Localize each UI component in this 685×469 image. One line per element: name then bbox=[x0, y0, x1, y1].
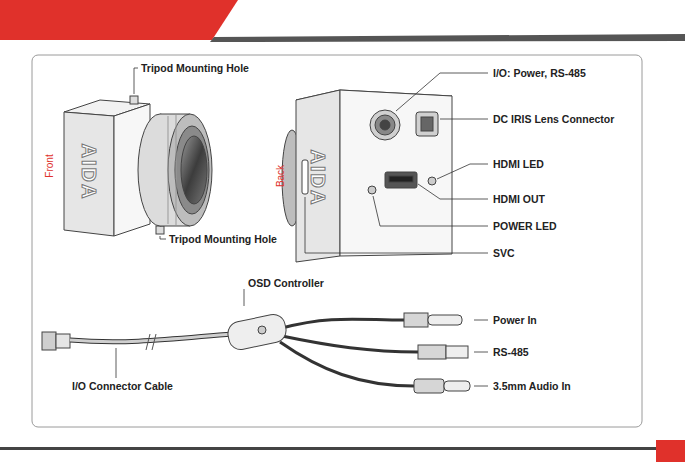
back-camera bbox=[282, 90, 452, 262]
callout-label: Power In bbox=[493, 313, 537, 327]
footer-square bbox=[656, 440, 685, 462]
leader-line bbox=[116, 289, 488, 386]
io-cable bbox=[42, 312, 470, 393]
leader-line bbox=[160, 236, 166, 239]
leader-line bbox=[134, 68, 138, 94]
header-line bbox=[210, 34, 685, 42]
callout-label: I/O: Power, RS-485 bbox=[493, 66, 586, 80]
callout-label: HDMI OUT bbox=[493, 192, 545, 206]
leader-line bbox=[305, 73, 488, 253]
header-band bbox=[0, 0, 238, 40]
callout-label: OSD Controller bbox=[248, 276, 324, 290]
view-label: Back bbox=[274, 165, 288, 187]
callout-label: HDMI LED bbox=[493, 157, 544, 171]
front-camera bbox=[64, 96, 212, 236]
callout-label: SVC bbox=[493, 246, 515, 260]
callout-label: DC IRIS Lens Connector bbox=[493, 112, 614, 126]
view-label: Front bbox=[43, 154, 57, 177]
callout-label: Tripod Mounting Hole bbox=[169, 232, 277, 246]
callout-label: RS-485 bbox=[493, 345, 529, 359]
footer-line bbox=[0, 447, 685, 450]
callout-label: I/O Connector Cable bbox=[72, 379, 173, 393]
frame bbox=[32, 55, 642, 427]
callout-label: Tripod Mounting Hole bbox=[141, 61, 249, 75]
brand-logo: AIDA bbox=[82, 144, 96, 201]
callout-label: 3.5mm Audio In bbox=[493, 379, 571, 393]
callout-label: POWER LED bbox=[493, 219, 557, 233]
brand-logo: AIDA bbox=[311, 150, 325, 207]
